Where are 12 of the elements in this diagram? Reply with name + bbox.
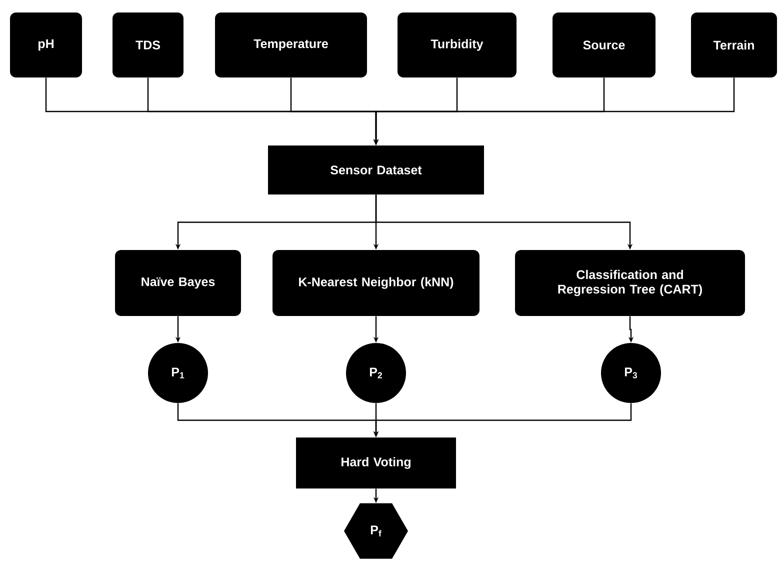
model-box: Classification and Regression Tree (CART) — [515, 250, 745, 316]
input-box: Turbidity — [398, 12, 516, 78]
model-box: K-Nearest Neighbor (kNN) — [272, 250, 480, 316]
input-box: Source — [552, 12, 656, 78]
voting-box: Hard Voting — [296, 438, 456, 488]
final-hexagon: P$_{f}$ — [344, 503, 408, 559]
input-box: TDS — [112, 12, 184, 78]
model-box: Naïve Bayes — [115, 250, 241, 316]
input-box: Terrain — [691, 12, 777, 78]
input-box: pH — [10, 12, 82, 78]
input-box: Temperature — [215, 12, 367, 78]
dataset-box: Sensor Dataset — [268, 146, 484, 194]
